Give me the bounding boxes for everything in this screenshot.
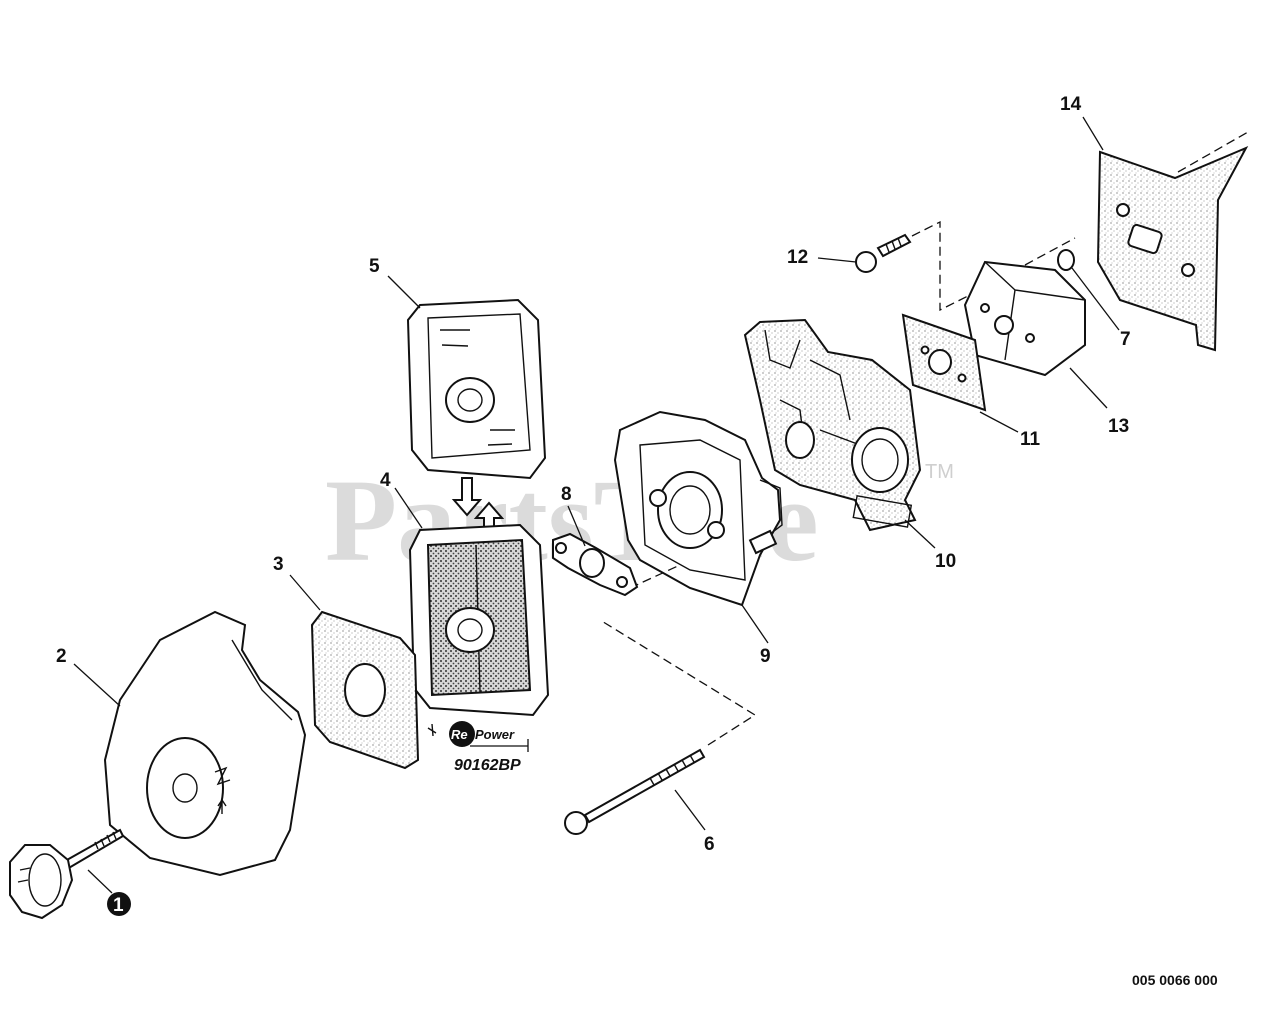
part-8-plate [552, 532, 639, 597]
part-2-cleaner-cover [103, 610, 307, 877]
part-14-gasket [1096, 131, 1249, 352]
part-1-knob [9, 828, 125, 920]
part-7-plug [1057, 249, 1075, 271]
repower-kit-badge: Re Power 90162BP [427, 721, 529, 774]
part-12-bolt [855, 220, 969, 312]
callout-6: 6 [704, 834, 715, 855]
callout-11: 11 [1020, 429, 1041, 450]
callout-12: 12 [787, 247, 808, 268]
callout-numbers: 14 12 7 13 11 10 9 8 5 4 3 2 6 1 [56, 94, 1131, 916]
callout-1: 1 [113, 895, 124, 916]
diagram-code: 005 0066 000 [1132, 972, 1218, 988]
callout-1-badge [107, 892, 131, 916]
callout-4: 4 [380, 470, 391, 491]
part-4-mesh-filter [408, 523, 550, 717]
callout-2: 2 [56, 646, 67, 667]
part-6-long-bolt [564, 619, 757, 835]
callout-10: 10 [935, 551, 956, 572]
callout-5: 5 [369, 256, 380, 277]
part-5-air-filter [406, 298, 547, 480]
part-3-prefilter [310, 610, 420, 770]
part-11-gasket [901, 313, 987, 412]
repower-logo-prefix: Re [451, 727, 468, 742]
part-13-insulator [963, 237, 1086, 377]
repower-logo-word: Power [475, 727, 515, 742]
repower-kit-number: 90162BP [454, 757, 521, 774]
callout-9: 9 [760, 646, 771, 667]
swap-arrows [451, 477, 505, 541]
callout-14: 14 [1060, 94, 1082, 115]
callout-7: 7 [1120, 329, 1131, 350]
part-10-carburetor [743, 318, 922, 532]
callout-13: 13 [1108, 416, 1129, 437]
callout-8: 8 [561, 484, 572, 505]
leader-lines [73, 116, 1120, 894]
repower-logo-icon [449, 721, 475, 747]
watermark-trademark: TM [925, 461, 954, 483]
part-9-cleaner-base [613, 410, 783, 607]
callout-3: 3 [273, 554, 284, 575]
